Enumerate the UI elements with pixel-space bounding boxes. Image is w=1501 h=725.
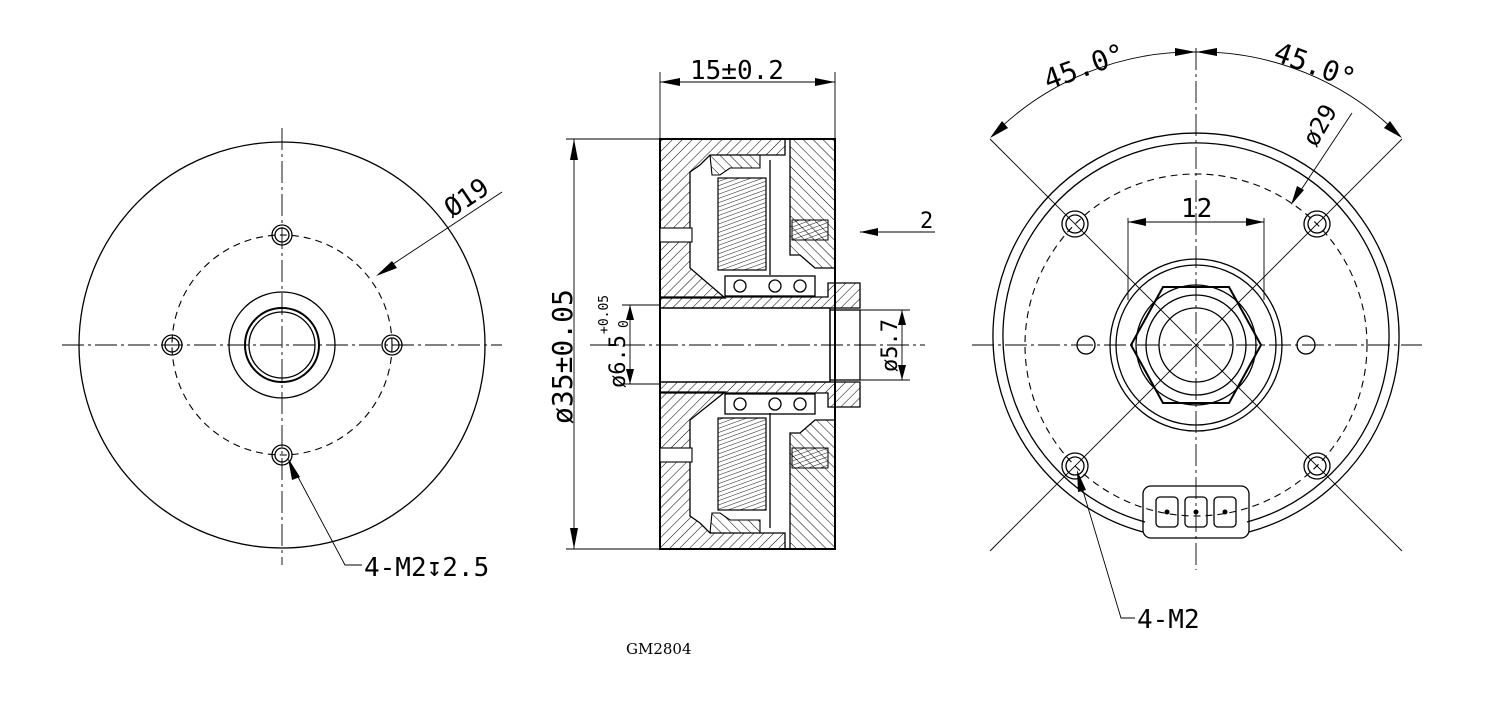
protrusion-label: 2 <box>920 209 933 234</box>
rear-hex-nut <box>1129 286 1263 404</box>
housing-bottom-slot <box>659 447 693 463</box>
rear-hub-outer <box>1109 258 1283 432</box>
angle-arc-right <box>1195 51 1400 136</box>
winding-top <box>717 177 767 271</box>
rear-hex-inner <box>1135 284 1257 406</box>
rear-shaft-inner <box>1158 307 1234 383</box>
rear-outer-body-inner <box>1002 142 1390 523</box>
angle-arrow-right <box>1384 121 1402 138</box>
hex-arrow-right <box>1246 218 1264 226</box>
hex-width-label: 12 <box>1181 194 1212 224</box>
rear-bolt-circle-label: ø29 <box>1297 99 1343 151</box>
width-arrow-right <box>815 78 835 86</box>
rear-diag-2 <box>989 138 1403 552</box>
rear-mount-holes <box>1061 210 1331 480</box>
width-arrow-left <box>660 78 680 86</box>
od-arrow-bottom <box>570 528 578 549</box>
bore-dia-label: ø6.5 <box>606 335 631 388</box>
shaft-dia-label: ø5.7 <box>878 319 903 372</box>
front-hole-callout: 4-M2↧2.5 <box>364 553 489 583</box>
screw-top <box>791 219 829 241</box>
rear-shaft-outer <box>1145 294 1247 396</box>
rear-view: 45.0° 45.0° ø29 12 4-M2 <box>972 36 1422 635</box>
shaft-arrow-bottom <box>898 365 906 380</box>
od-arrow-top <box>570 139 578 160</box>
screw-bottom <box>791 447 829 469</box>
front-bolt-circle-arrow <box>376 261 397 276</box>
rear-bolt-circle-leader <box>1292 112 1353 203</box>
section-view: 15±0.2 ø35±0.05 <box>546 56 935 550</box>
rear-bolt-circle-arrow <box>1291 186 1304 205</box>
front-hub-inner <box>244 307 320 383</box>
rear-hole-callout: 4-M2 <box>1137 605 1200 635</box>
rear-hole-arrow <box>1077 470 1086 492</box>
front-outer-circle <box>78 141 486 549</box>
front-view: Ø19 4-M2↧2.5 <box>62 128 503 583</box>
front-bolt-circle-leader <box>380 191 503 273</box>
shaft-sleeve-bottom <box>659 381 861 408</box>
shaft-arrow-top <box>898 310 906 325</box>
winding-bottom <box>717 417 767 511</box>
angle-arc-left <box>992 51 1197 136</box>
width-label: 15±0.2 <box>690 56 784 86</box>
angle-arrow-center-l <box>1175 48 1196 56</box>
angle-arrow-center-r <box>1196 48 1217 56</box>
housing-top-slot <box>659 227 693 243</box>
bore-arrow-bottom <box>626 369 634 384</box>
protrusion-arrow <box>860 228 878 236</box>
stator-base-top <box>789 138 836 269</box>
rear-hole-leader <box>1077 473 1135 619</box>
front-hub-outer <box>228 291 336 399</box>
magnet-lip-top <box>709 154 761 176</box>
connector-body <box>1142 485 1250 539</box>
front-hole-leader <box>289 461 362 566</box>
angle-left-label: 45.0° <box>1039 37 1129 97</box>
stator-base-bottom <box>789 419 836 550</box>
front-mount-holes <box>161 224 403 466</box>
bore-tol-upper: +0.05 <box>597 295 612 334</box>
magnet-lip-bottom <box>709 512 761 534</box>
front-hub-bore <box>248 311 316 379</box>
connector-pins <box>1155 496 1237 528</box>
bore-arrow-top <box>626 305 634 320</box>
angle-right-label: 45.0° <box>1270 36 1360 96</box>
shaft-tip <box>829 309 861 381</box>
bore-tol-lower: 0 <box>617 320 632 328</box>
angle-arrow-left <box>990 121 1008 138</box>
model-label: GM2804 <box>626 640 692 658</box>
hex-arrow-left <box>1128 218 1146 226</box>
bearings <box>724 275 816 415</box>
front-bolt-circle-label: Ø19 <box>439 173 495 224</box>
rear-outer-body <box>992 132 1400 533</box>
rear-bolt-circle <box>1024 173 1368 517</box>
front-bolt-circle <box>171 234 393 456</box>
rear-hub-ring <box>1115 264 1277 426</box>
outer-dia-label: ø35±0.05 <box>546 289 579 424</box>
front-hole-arrow <box>288 458 300 480</box>
